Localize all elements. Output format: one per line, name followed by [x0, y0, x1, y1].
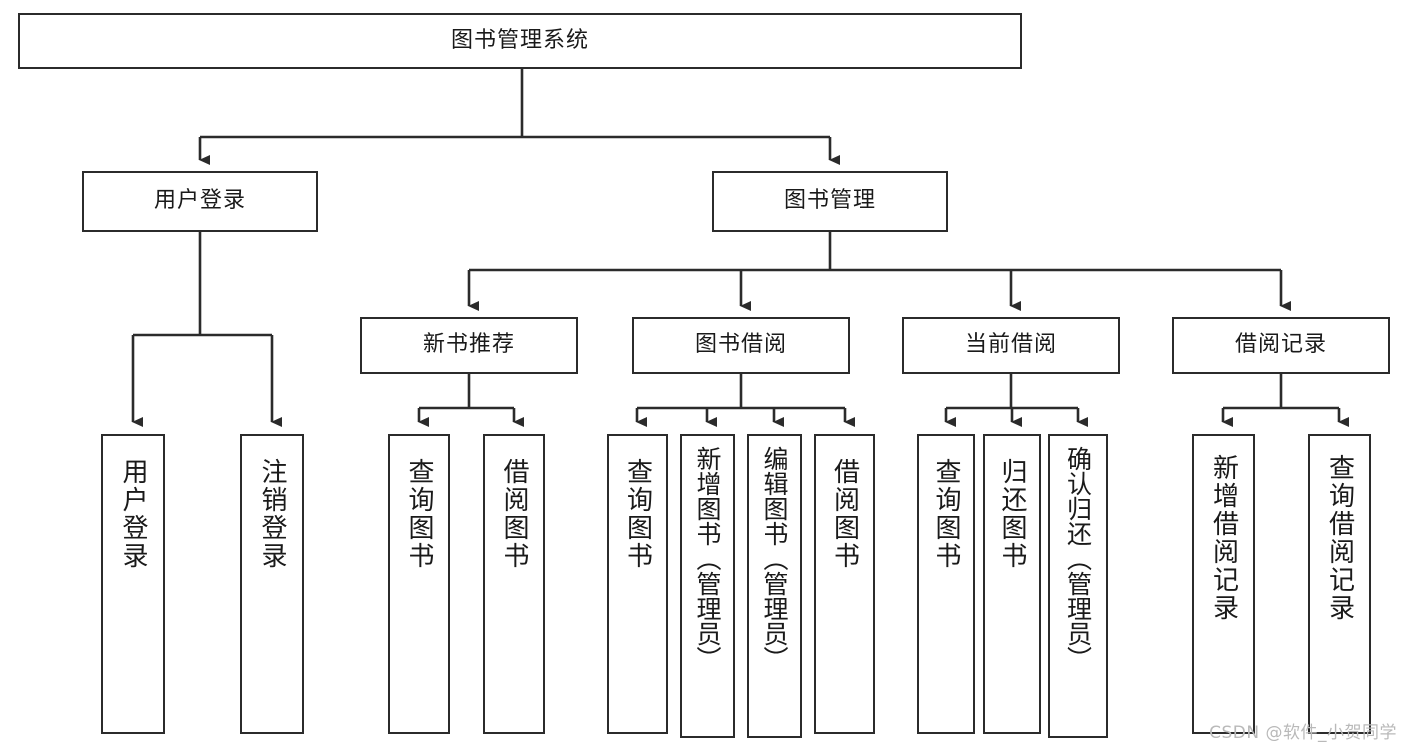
leaf-borrow-book-label: 借阅图书: [829, 458, 860, 570]
node-user-login[interactable]: 用户登录: [82, 171, 318, 232]
node-new-book-recommend[interactable]: 新书推荐: [360, 317, 578, 374]
connector-root-to-level2: [198, 69, 840, 165]
node-book-management[interactable]: 图书管理: [712, 171, 948, 232]
leaf-user-logout[interactable]: 注销登录: [240, 434, 304, 734]
leaf-add-borrow-record-label: 新增借阅记录: [1208, 454, 1239, 622]
leaf-edit-book-admin[interactable]: 编辑图书（管理员）: [747, 434, 802, 738]
node-new-book-recommend-label: 新书推荐: [422, 332, 515, 358]
leaf-query-book-borrow-label: 查询图书: [622, 458, 653, 570]
connector-newbooks-to-leaves: [417, 374, 524, 427]
connector-bookmgmt-to-level3: [467, 232, 1291, 311]
leaf-user-logout-label: 注销登录: [257, 458, 288, 570]
node-current-borrow[interactable]: 当前借阅: [902, 317, 1120, 374]
node-book-borrow-label: 图书借阅: [694, 332, 787, 358]
node-root-label: 图书管理系统: [450, 27, 589, 53]
node-user-login-label: 用户登录: [153, 188, 246, 214]
node-book-management-label: 图书管理: [783, 188, 876, 214]
connector-userlogin-to-leaves: [131, 232, 282, 427]
leaf-edit-book-admin-label: 编辑图书（管理员）: [760, 446, 789, 671]
leaf-borrow-book[interactable]: 借阅图书: [814, 434, 875, 734]
leaf-query-borrow-record[interactable]: 查询借阅记录: [1308, 434, 1371, 734]
leaf-query-book-recommend-label: 查询图书: [404, 458, 435, 570]
connector-records-to-leaves: [1221, 374, 1349, 427]
leaf-user-login[interactable]: 用户登录: [101, 434, 165, 734]
node-current-borrow-label: 当前借阅: [964, 332, 1057, 358]
leaf-query-book-borrow[interactable]: 查询图书: [607, 434, 668, 734]
connector-current-to-leaves: [944, 374, 1088, 427]
leaf-borrow-book-recommend[interactable]: 借阅图书: [483, 434, 545, 734]
leaf-query-book-recommend[interactable]: 查询图书: [388, 434, 450, 734]
node-root[interactable]: 图书管理系统: [18, 13, 1022, 69]
leaf-confirm-return-admin[interactable]: 确认归还（管理员）: [1048, 434, 1108, 738]
leaf-query-borrow-record-label: 查询借阅记录: [1324, 454, 1355, 622]
node-borrow-records[interactable]: 借阅记录: [1172, 317, 1390, 374]
leaf-add-book-admin[interactable]: 新增图书（管理员）: [680, 434, 735, 738]
leaf-add-borrow-record[interactable]: 新增借阅记录: [1192, 434, 1255, 734]
node-book-borrow[interactable]: 图书借阅: [632, 317, 850, 374]
leaf-return-book-label: 归还图书: [997, 458, 1028, 570]
leaf-return-book[interactable]: 归还图书: [983, 434, 1041, 734]
node-borrow-records-label: 借阅记录: [1234, 332, 1327, 358]
leaf-user-login-label: 用户登录: [118, 458, 149, 570]
leaf-confirm-return-admin-label: 确认归还（管理员）: [1063, 446, 1093, 671]
leaf-borrow-book-recommend-label: 借阅图书: [499, 458, 530, 570]
connector-borrow-to-leaves: [635, 374, 855, 427]
leaf-query-book-current-label: 查询图书: [931, 458, 962, 570]
leaf-add-book-admin-label: 新增图书（管理员）: [693, 446, 722, 671]
leaf-query-book-current[interactable]: 查询图书: [917, 434, 975, 734]
